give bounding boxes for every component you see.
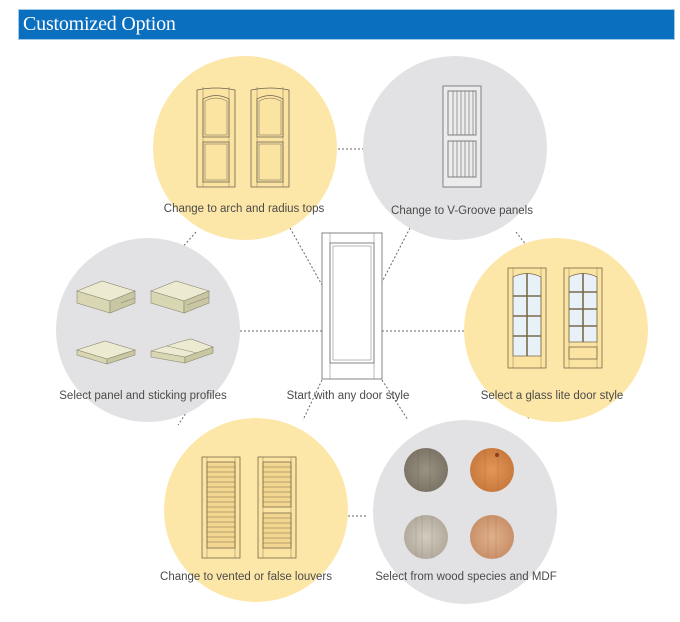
louver-doors-icon: [201, 456, 297, 559]
single-panel-door-icon: [321, 232, 383, 380]
option-label-profiles: Select panel and sticking profiles: [59, 390, 227, 402]
wood-species-swatches-icon: [404, 448, 514, 559]
wood-swatch-pine[interactable]: [470, 448, 514, 492]
option-label-arch: Change to arch and radius tops: [163, 203, 325, 215]
sticking-profiles-icon: [75, 280, 214, 365]
arch-top-doors-icon: [196, 87, 290, 188]
section-title: Customized Option: [23, 13, 176, 35]
option-label-wood: Select from wood species and MDF: [375, 571, 557, 583]
option-label-glass: Select a glass lite door style: [480, 390, 624, 402]
option-label-vgroove: Change to V-Groove panels: [391, 205, 533, 217]
v-groove-door-icon: [442, 85, 482, 188]
wood-swatch-gray-oak[interactable]: [404, 448, 448, 492]
wood-swatch-white-ash[interactable]: [404, 515, 448, 559]
wood-swatch-mahogany[interactable]: [470, 515, 514, 559]
glass-lite-doors-icon: [507, 267, 603, 369]
section-header: Customized Option: [18, 9, 675, 40]
option-label-louvers: Change to vented or false louvers: [160, 571, 332, 583]
center-label: Start with any door style: [286, 390, 410, 402]
